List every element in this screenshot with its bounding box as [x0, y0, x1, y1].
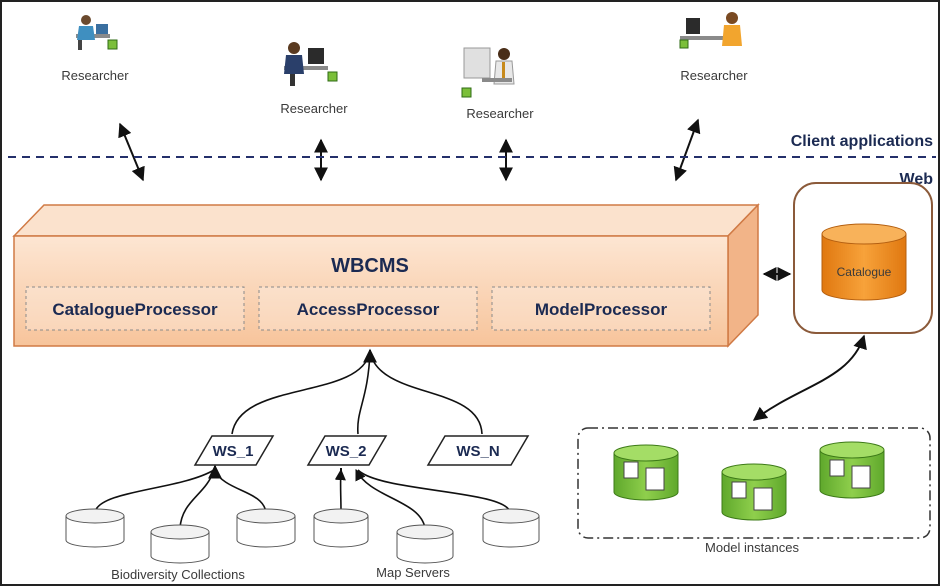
researcher-icon: [76, 15, 118, 50]
researcher-label: Researcher: [280, 101, 348, 116]
source-link: [355, 468, 426, 529]
ws-link: [369, 351, 483, 435]
source-link: [179, 469, 215, 529]
web-service-label: WS_2: [326, 443, 367, 460]
map-server-db-icon: [482, 508, 540, 548]
ws-link: [356, 351, 371, 435]
researcher-icon: [284, 42, 338, 86]
processor-label: ModelProcessor: [535, 300, 668, 319]
web-service-node: WS_N: [426, 435, 530, 466]
catalogue-label: Catalogue: [837, 265, 892, 279]
processor-label: AccessProcessor: [297, 300, 440, 319]
model-instances-container: [577, 427, 931, 539]
researcher-link-arrow: [118, 122, 145, 182]
client-applications-label: Client applications: [791, 133, 933, 150]
model-instance-icon: [819, 441, 885, 499]
model-instances-link-arrow: [752, 334, 867, 421]
researcher-icon: [679, 12, 742, 49]
biodiversity-db-icon: [236, 508, 296, 548]
model-instance-icon: [613, 444, 679, 501]
wbcms-title: WBCMS: [331, 255, 409, 277]
researcher-label: Researcher: [466, 106, 534, 121]
source-link: [357, 469, 511, 513]
researcher-label: Researcher: [61, 68, 129, 83]
biodiversity-db-icon: [65, 508, 125, 548]
biodiversity-collections-label: Biodiversity Collections: [111, 567, 245, 582]
researcher-link-arrow: [673, 118, 701, 182]
source-link: [94, 469, 215, 513]
model-instance-icon: [721, 463, 787, 521]
processor-box: ModelProcessor: [491, 286, 711, 331]
biodiversity-db-icon: [150, 524, 210, 564]
web-service-node: WS_1: [193, 435, 275, 466]
wbcms-box: [12, 203, 760, 348]
source-link: [213, 469, 267, 513]
map-servers-label: Map Servers: [376, 565, 450, 580]
processor-box: CatalogueProcessor: [25, 286, 245, 331]
researcher-label: Researcher: [680, 68, 748, 83]
model-instances-label: Model instances: [705, 540, 799, 555]
web-service-node: WS_2: [306, 435, 388, 466]
researcher-icon: [461, 47, 515, 98]
map-server-db-icon: [313, 508, 369, 548]
processor-label: CatalogueProcessor: [52, 300, 218, 319]
database-icon: [821, 223, 907, 301]
web-service-label: WS_1: [213, 443, 254, 460]
map-server-db-icon: [396, 524, 454, 564]
ws-link: [231, 351, 371, 435]
web-service-label: WS_N: [456, 443, 499, 460]
processor-box: AccessProcessor: [258, 286, 478, 331]
